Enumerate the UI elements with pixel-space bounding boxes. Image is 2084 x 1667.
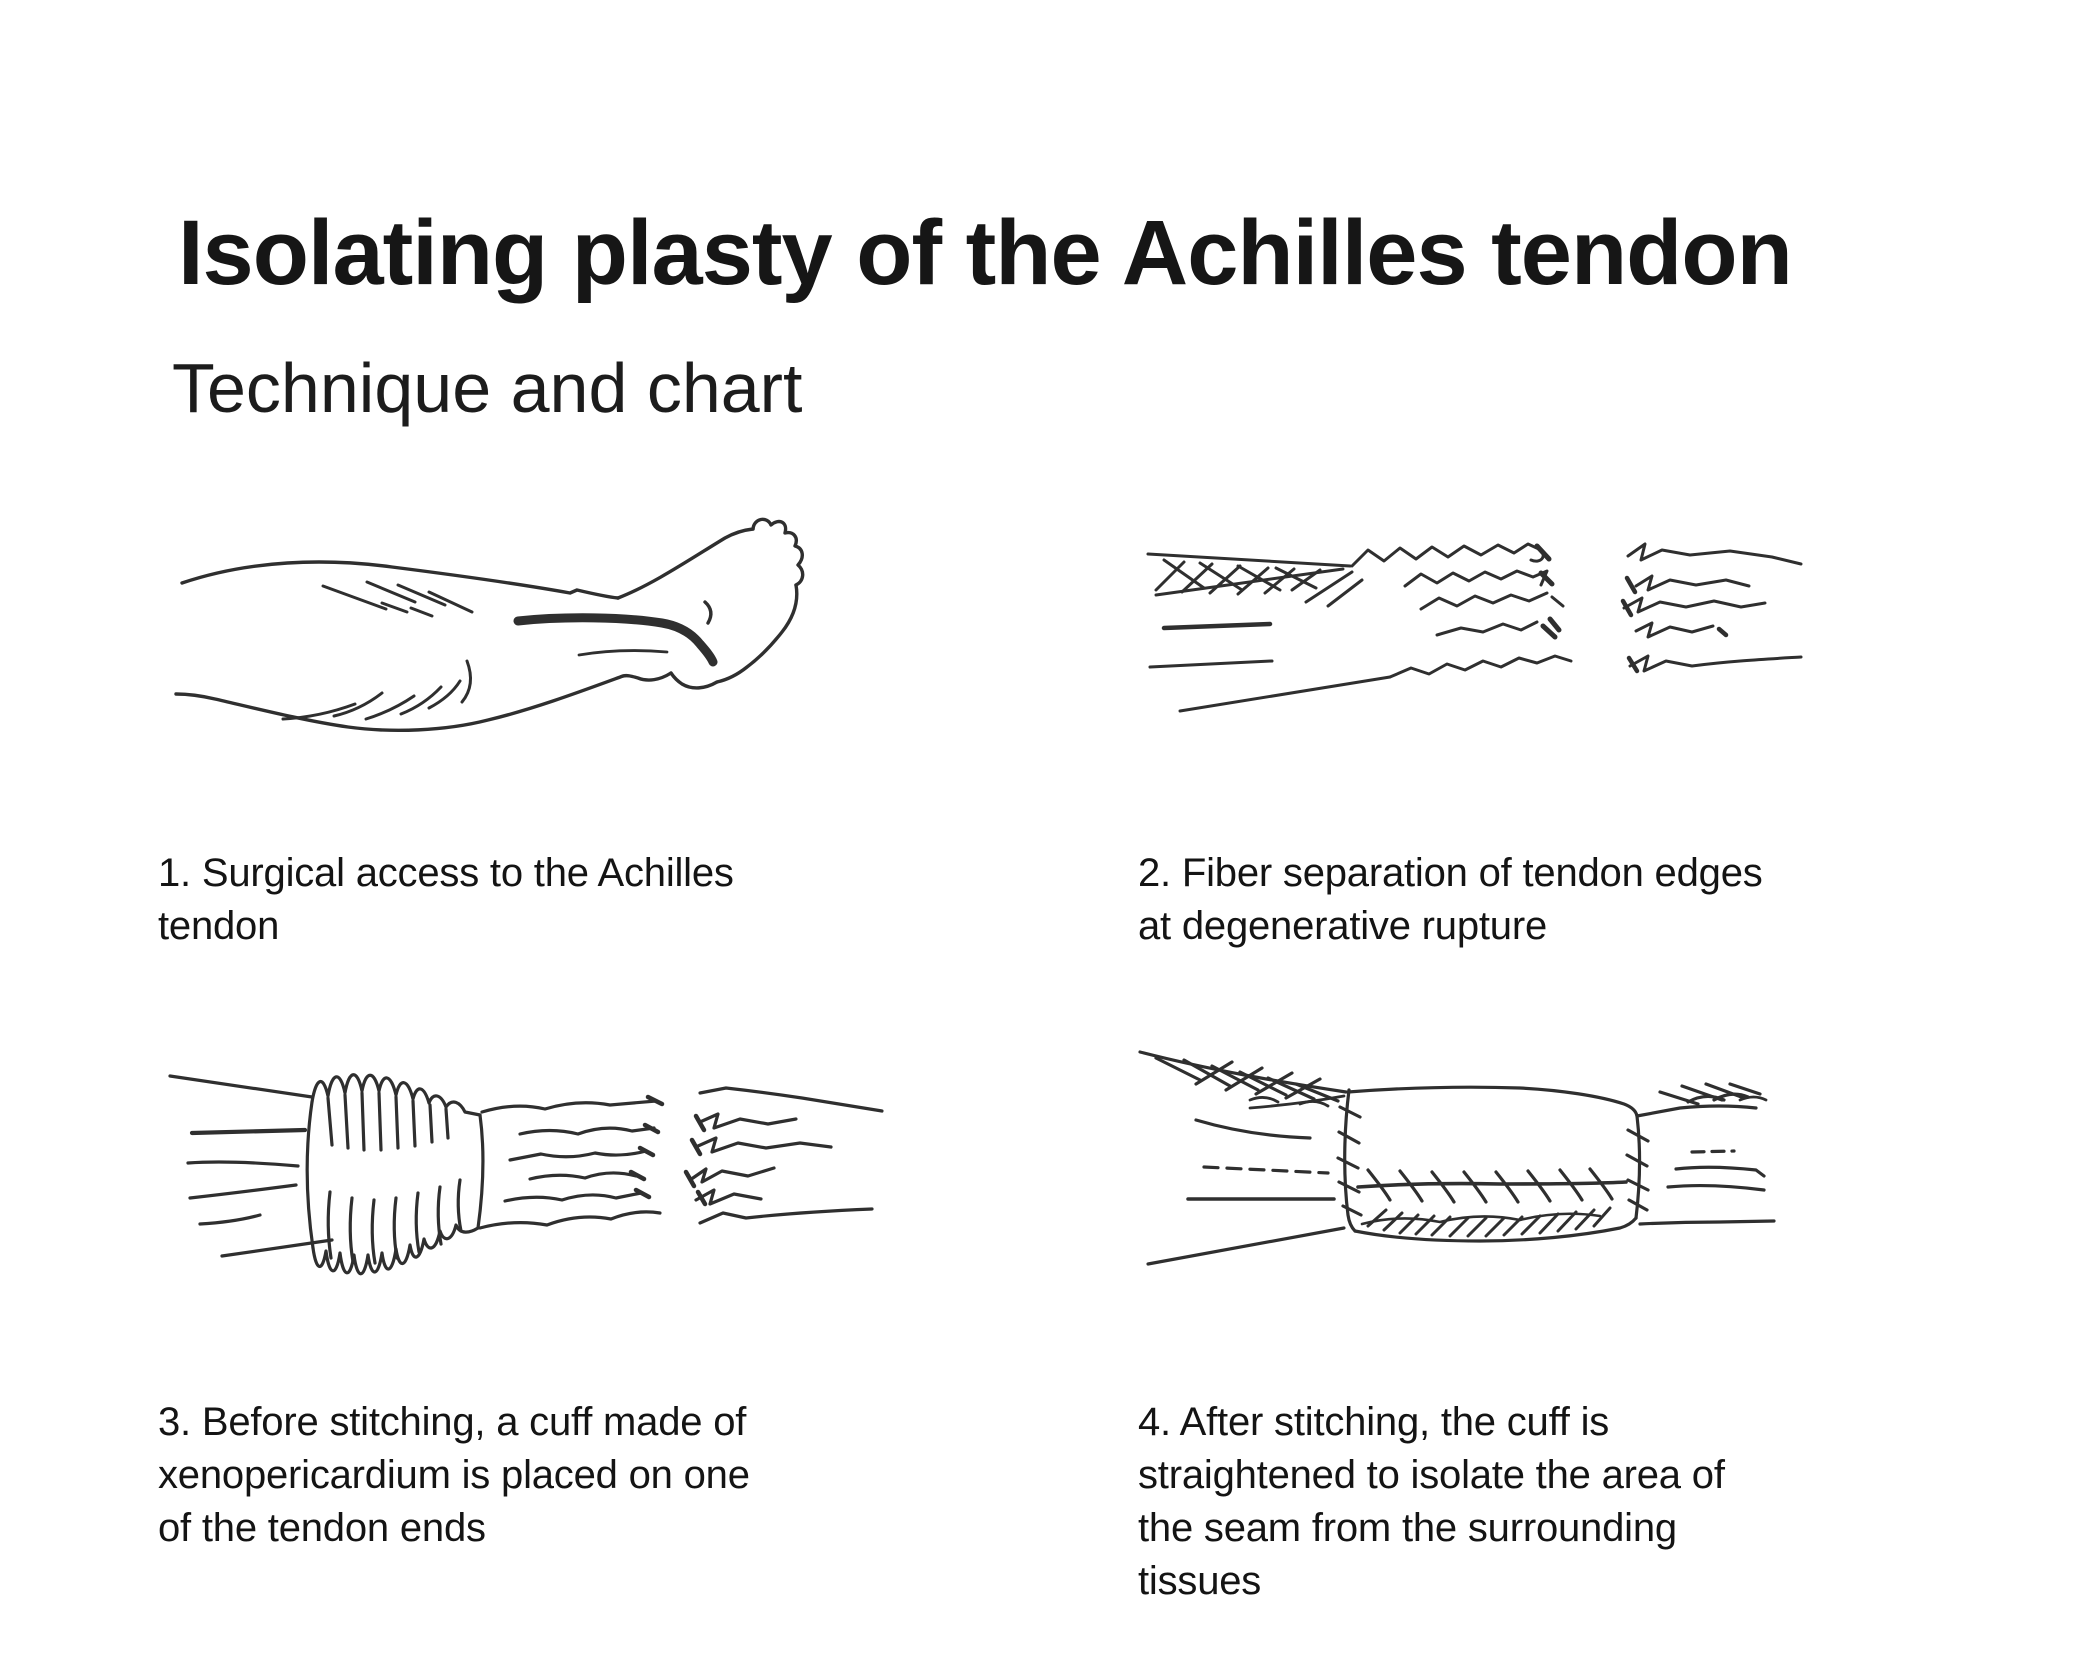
- step-2-figure: [1100, 480, 1900, 800]
- caption-line: tendon: [158, 904, 280, 948]
- caption-line: 1. Surgical access to the Achilles: [158, 851, 734, 895]
- ruptured-tendon-illustration: [1146, 542, 1803, 713]
- step-1-caption: 1. Surgical access to the Achilles tendo…: [158, 847, 734, 953]
- caption-line: 2. Fiber separation of tendon edges: [1138, 851, 1763, 895]
- step-4-caption: 4. After stitching, the cuff is straight…: [1138, 1396, 1725, 1608]
- caption-line: 3. Before stitching, a cuff made of: [158, 1400, 747, 1444]
- incision-mark: [513, 613, 718, 667]
- step-3-figure: [100, 1000, 1100, 1380]
- caption-line: the seam from the surrounding: [1138, 1506, 1677, 1550]
- step-1-figure: [120, 490, 900, 800]
- step-3-caption: 3. Before stitching, a cuff made of xeno…: [158, 1396, 750, 1555]
- caption-line: of the tendon ends: [158, 1506, 486, 1550]
- caption-line: straightened to isolate the area of: [1138, 1453, 1725, 1497]
- leg-with-surgical-incision-illustration: [174, 517, 805, 732]
- caption-line: at degenerative rupture: [1138, 904, 1548, 948]
- stitched-cuff-illustration: [1138, 1050, 1776, 1266]
- seam-line: [1356, 1180, 1628, 1189]
- page-subtitle: Technique and chart: [172, 349, 803, 427]
- cuff-bottom-hatching: [1360, 1206, 1612, 1238]
- step-2-caption: 2. Fiber separation of tendon edges at d…: [1138, 847, 1763, 953]
- caption-line: xenopericardium is placed on one: [158, 1453, 750, 1497]
- gathered-cuff-illustration: [168, 1073, 884, 1276]
- page-title: Isolating plasty of the Achilles tendon: [178, 202, 1793, 304]
- caption-line: 4. After stitching, the cuff is: [1138, 1400, 1610, 1444]
- step-4-figure: [1100, 1000, 1900, 1360]
- caption-line: tissues: [1138, 1559, 1262, 1603]
